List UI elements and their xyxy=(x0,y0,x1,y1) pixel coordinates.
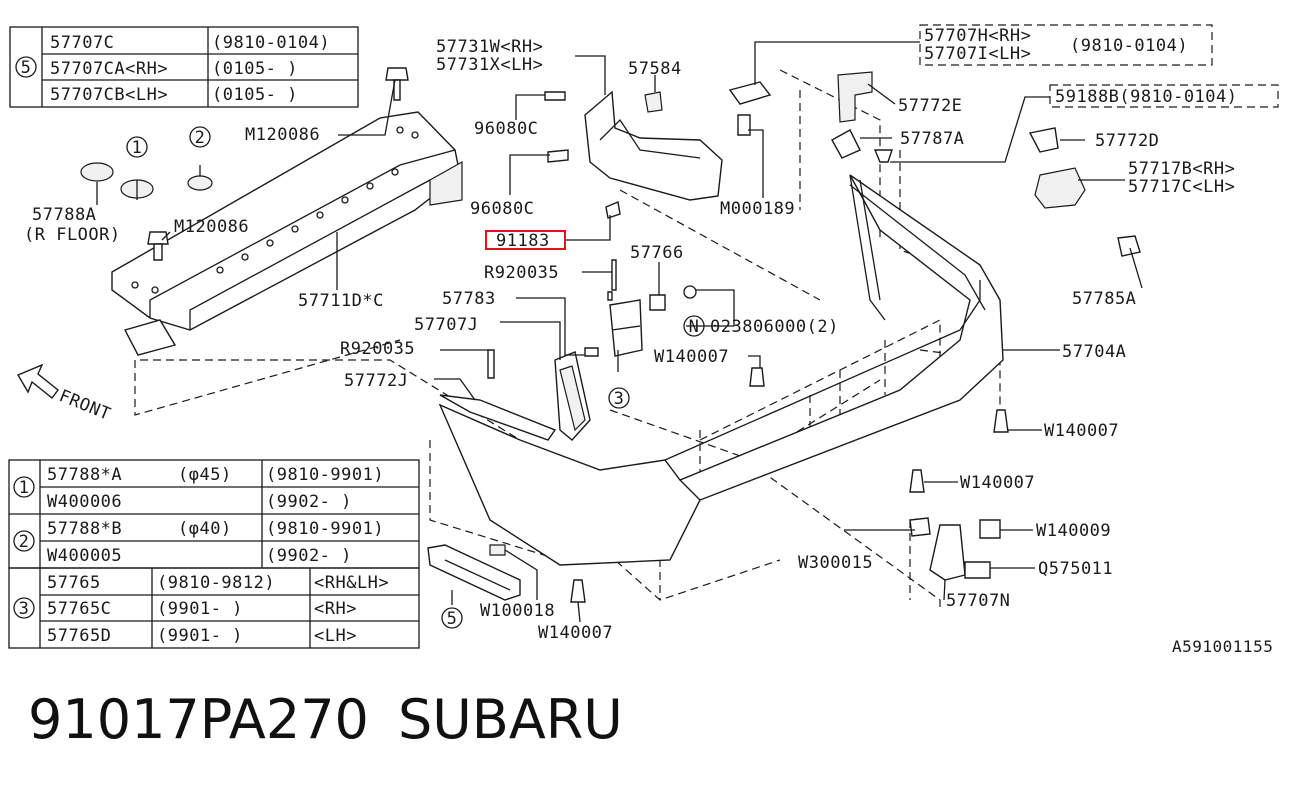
label-57707n: 57707N xyxy=(946,591,1010,611)
table3-r1-date: (9901- ) xyxy=(157,599,243,619)
circle-ref-n: N xyxy=(689,317,700,337)
label-r920035-upper: R920035 xyxy=(484,263,559,283)
upper-right-parts xyxy=(728,71,1141,257)
table5-r2-part: 57707CB<LH> xyxy=(50,85,168,105)
label-57788a: 57788A xyxy=(32,205,96,225)
label-57711d: 57711D*C xyxy=(298,291,384,311)
reinforcement-beam-57711d xyxy=(111,111,463,356)
table3-r0-part: 57765 xyxy=(47,573,101,593)
label-57704a: 57704A xyxy=(1062,342,1126,362)
label-57772j: 57772J xyxy=(344,371,408,391)
part-labels: 57731W<RH> 57731X<LH> 57584 57707H<RH> 5… xyxy=(24,24,1279,656)
label-57717c: 57717C<LH> xyxy=(1128,177,1235,197)
label-57772e: 57772E xyxy=(898,96,962,116)
label-96080c-lower: 96080C xyxy=(470,199,534,219)
label-w140007-mid: W140007 xyxy=(960,473,1035,493)
label-57707i: 57707I<LH> xyxy=(924,44,1031,64)
label-57731x: 57731X<LH> xyxy=(436,55,543,75)
lower-support-bracket xyxy=(427,544,521,601)
table3-marker: 3 xyxy=(19,599,30,619)
label-r-floor: (R FLOOR) xyxy=(24,225,121,245)
table5-r0-date: (9810-0104) xyxy=(212,33,330,53)
circle-ref-5: 5 xyxy=(447,609,458,629)
table12-g1-r0-size: (φ45) xyxy=(178,465,232,485)
label-57707h: 57707H<RH> xyxy=(924,26,1031,46)
label-q575011: Q575011 xyxy=(1038,559,1113,579)
label-r920035-lower: R920035 xyxy=(340,339,415,359)
leader-lines xyxy=(96,41,1143,623)
table12-marker-2: 2 xyxy=(19,532,30,552)
label-w100018: W100018 xyxy=(480,601,555,621)
side-bracket-57731w xyxy=(544,90,723,219)
circle-ref-3: 3 xyxy=(614,389,625,409)
table5-marker: 5 xyxy=(21,58,32,78)
table3-r0-date: (9810-9812) xyxy=(157,573,275,593)
bolts-m120086 xyxy=(147,67,409,261)
footer-brand: SUBARU xyxy=(398,688,623,751)
label-57766: 57766 xyxy=(630,243,684,263)
highlight-box-91183 xyxy=(485,230,566,250)
table12-g1-r0-part: 57788*A xyxy=(47,465,122,485)
table5-r2-date: (0105- ) xyxy=(212,85,298,105)
label-59188b: 59188B(9810-0104) xyxy=(1055,87,1238,107)
table12-g2-r1-part: W400005 xyxy=(47,546,122,566)
table3-r0-side: <RH&LH> xyxy=(314,573,389,593)
table12-g2-r1-date: (9902- ) xyxy=(266,546,352,566)
table3-r1-side: <RH> xyxy=(314,599,357,619)
left-side-bracket xyxy=(439,351,591,441)
label-57584: 57584 xyxy=(628,59,682,79)
table12-g2-r0-part: 57788*B xyxy=(47,519,122,539)
table3-r2-part: 57765D xyxy=(47,626,111,646)
label-57772d: 57772D xyxy=(1095,131,1159,151)
footer: 91017PA270 SUBARU xyxy=(28,688,623,751)
table-ref-3: 3 57765 (9810-9812) <RH&LH> 57765C (9901… xyxy=(8,567,420,649)
beam-holes xyxy=(131,126,419,294)
diagram-code: A591001155 xyxy=(1172,637,1273,656)
label-m120086-lower: M120086 xyxy=(174,217,249,237)
label-m000189: M000189 xyxy=(720,199,795,219)
footer-part-number: 91017PA270 xyxy=(28,688,369,751)
table12-g1-r1-date: (9902- ) xyxy=(266,492,352,512)
label-w140007-right: W140007 xyxy=(1044,421,1119,441)
label-m120086-upper: M120086 xyxy=(245,125,320,145)
label-front: FRONT xyxy=(56,386,113,425)
label-57707h-date: (9810-0104) xyxy=(1070,36,1188,56)
label-57731w: 57731W<RH> xyxy=(436,37,543,57)
fastener-clips xyxy=(570,367,1009,603)
plug-57788a xyxy=(80,162,213,199)
label-w140007-bottom: W140007 xyxy=(538,623,613,643)
bumper-cover-57704a xyxy=(438,174,1004,566)
table5-r0-part: 57707C xyxy=(50,33,114,53)
table3-r2-side: <LH> xyxy=(314,626,357,646)
label-91183: 91183 xyxy=(496,231,550,251)
table5-r1-date: (0105- ) xyxy=(212,59,298,79)
label-w140009: W140009 xyxy=(1036,521,1111,541)
label-57783: 57783 xyxy=(442,289,496,309)
table3-r2-date: (9901- ) xyxy=(157,626,243,646)
table-ref-5: 5 57707C (9810-0104) 57707CA<RH> (0105- … xyxy=(9,26,359,108)
table3-r1-part: 57765C xyxy=(47,599,111,619)
table12-g1-r1-part: W400006 xyxy=(47,492,122,512)
table12-g1-r0-date: (9810-9901) xyxy=(266,465,384,485)
label-57717b: 57717B<RH> xyxy=(1128,159,1235,179)
table12-g2-r0-date: (9810-9901) xyxy=(266,519,384,539)
table12-g2-r0-size: (φ40) xyxy=(178,519,232,539)
label-57785a: 57785A xyxy=(1072,289,1136,309)
label-w140007-top: W140007 xyxy=(654,347,729,367)
label-57787a: 57787A xyxy=(900,129,964,149)
label-96080c-upper: 96080C xyxy=(474,119,538,139)
front-direction-arrow xyxy=(16,363,59,399)
circle-ref-2: 2 xyxy=(195,128,206,148)
label-57707j: 57707J xyxy=(414,315,478,335)
table5-r1-part: 57707CA<RH> xyxy=(50,59,168,79)
circle-ref-1: 1 xyxy=(132,138,143,158)
center-clip-assembly xyxy=(487,259,697,379)
table-ref-1-2: 1 2 57788*A (φ45) (9810-9901) W400006 (9… xyxy=(8,459,420,569)
label-w300015: W300015 xyxy=(798,553,873,573)
table12-marker-1: 1 xyxy=(19,478,30,498)
label-023806000: 023806000(2) xyxy=(710,317,839,337)
